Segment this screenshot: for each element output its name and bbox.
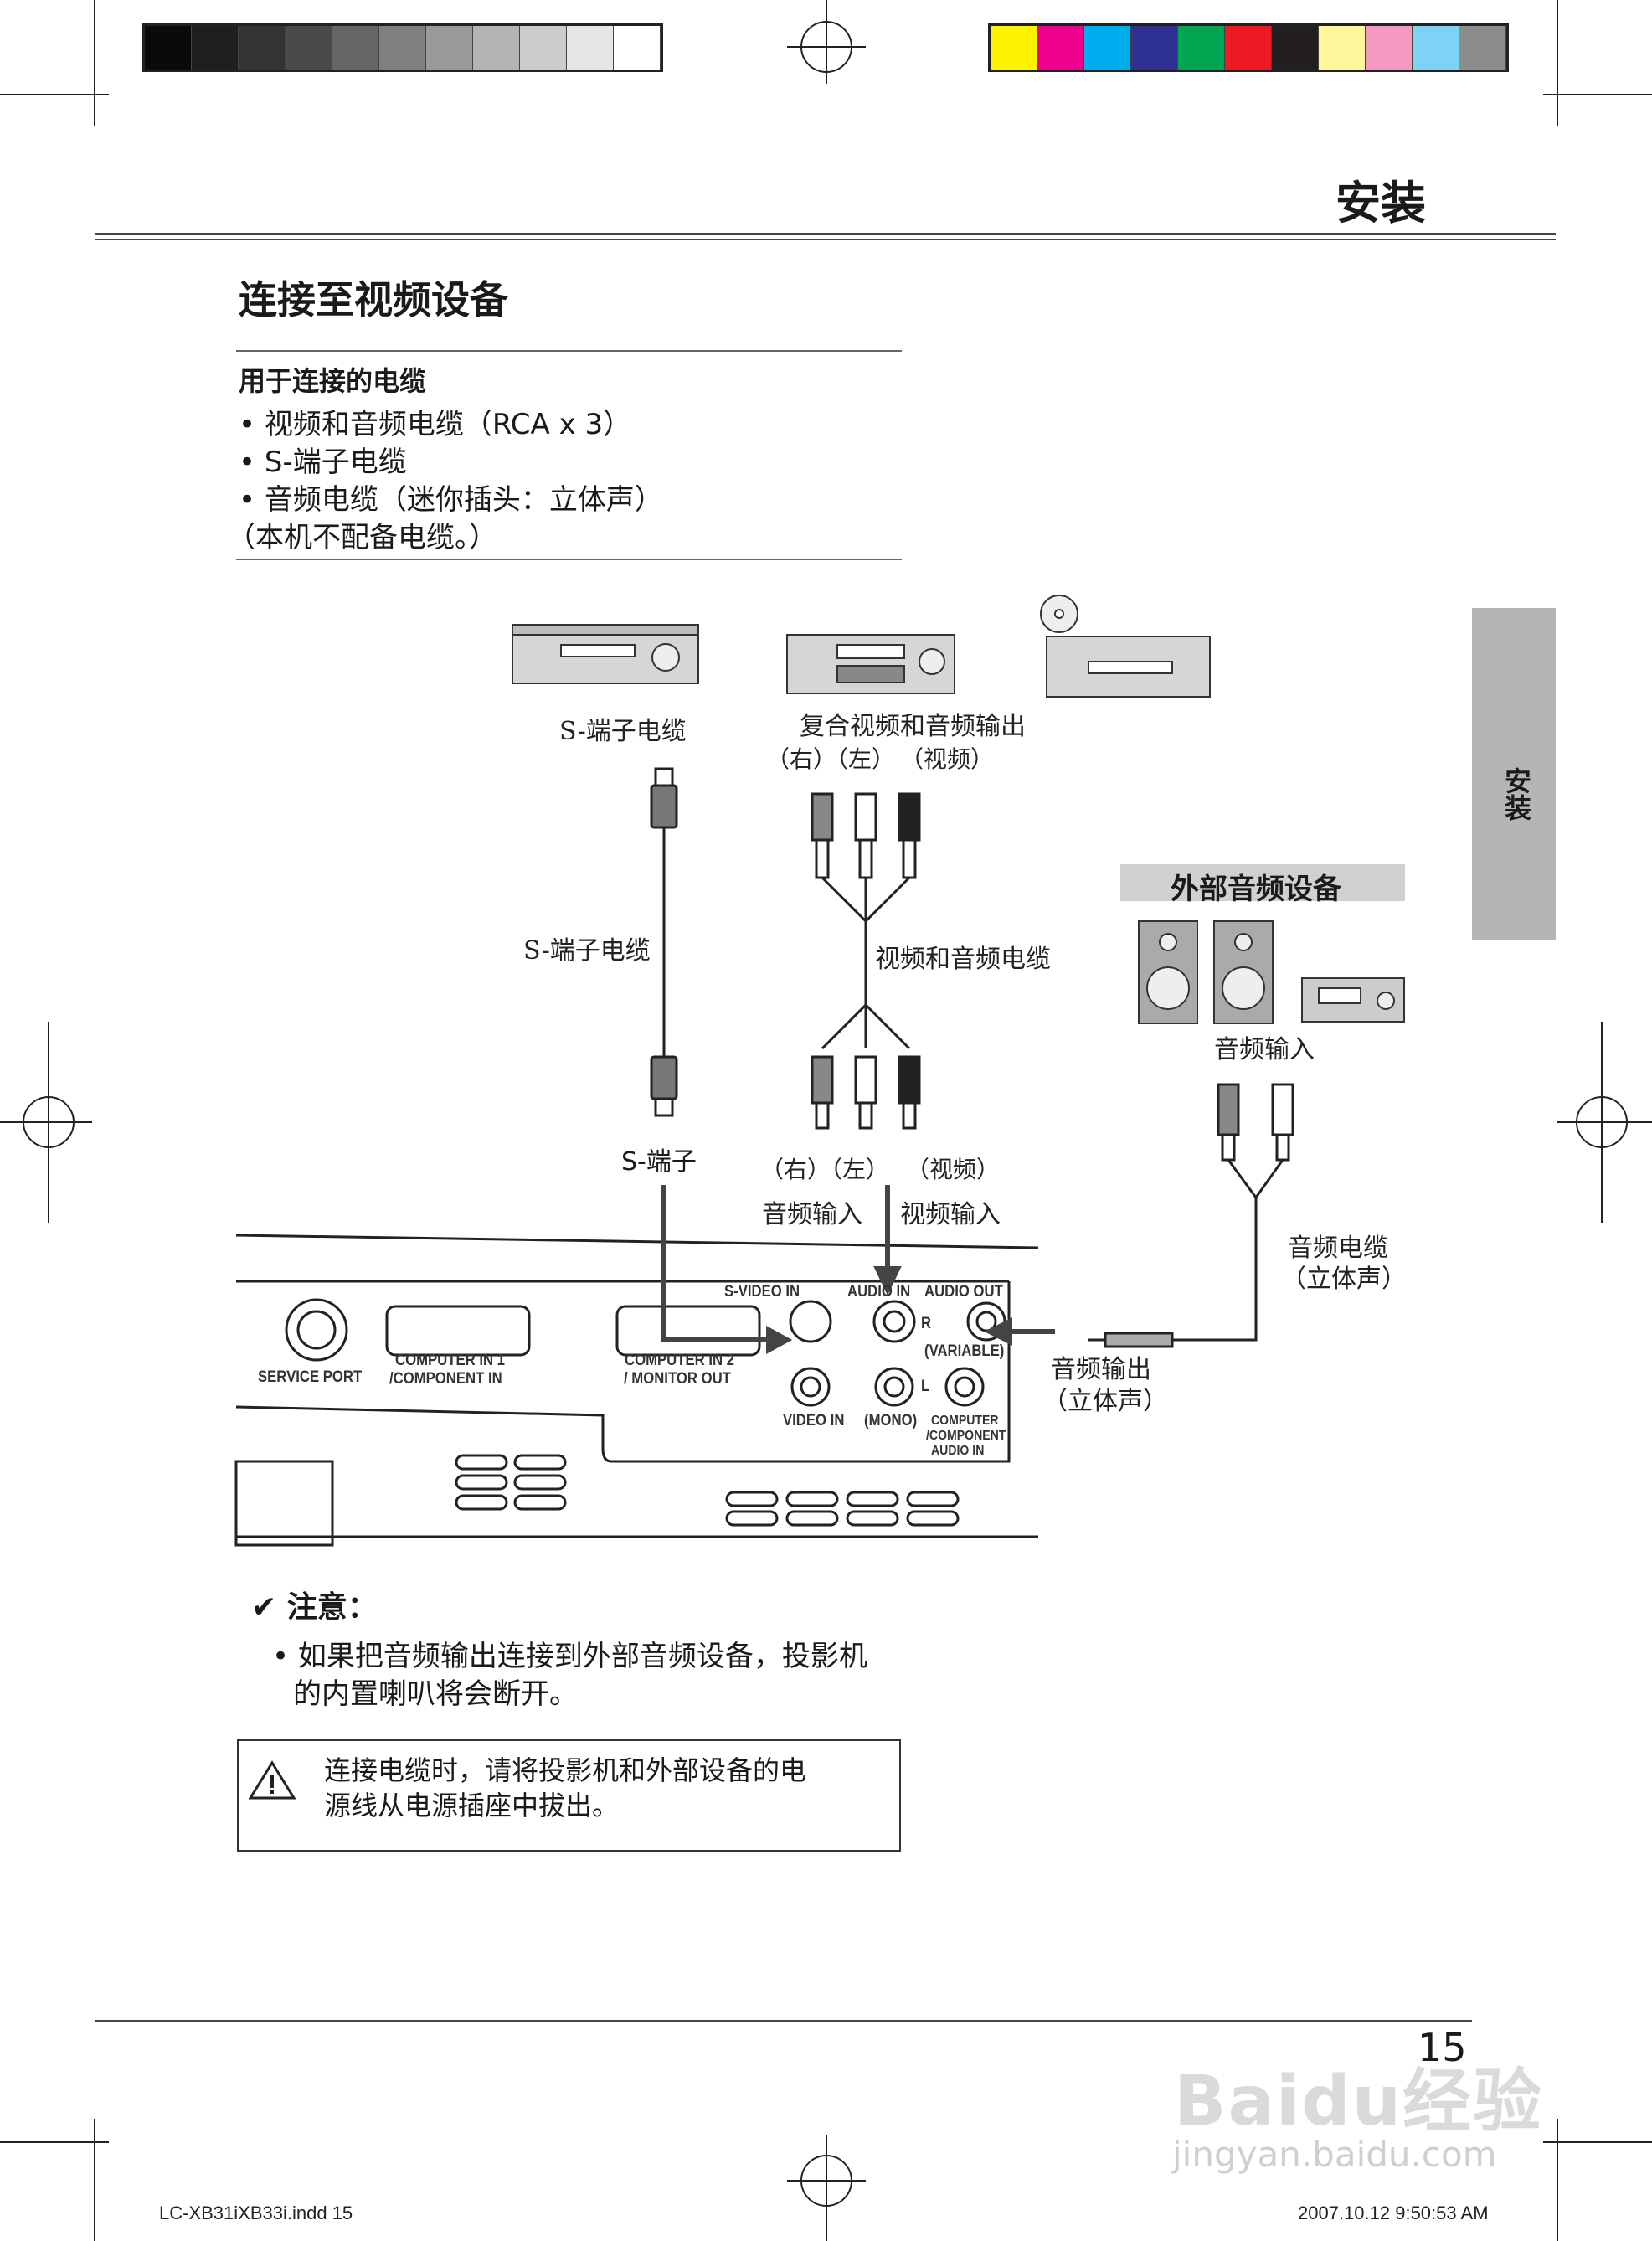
color-swatch <box>1272 26 1319 70</box>
cables-rule-bottom <box>236 559 902 560</box>
color-swatch <box>520 26 567 70</box>
svideo-cable-top-label: S-端子电缆 <box>559 717 687 746</box>
footer-timestamp: 2007.10.12 9:50:53 AM <box>1298 2202 1489 2223</box>
color-swatch <box>239 26 286 70</box>
svideo-cable <box>650 767 678 1117</box>
note-line-2: 的内置喇叭将会断开。 <box>293 1677 578 1711</box>
audio-cable <box>1088 1083 1294 1348</box>
cable-item: • 视频和音频电缆（RCA x 3） <box>239 408 632 441</box>
page-number: 15 <box>1418 2025 1467 2070</box>
color-swatch <box>473 26 520 70</box>
component-in-label: /COMPONENT IN <box>389 1370 502 1388</box>
color-swatch <box>1459 26 1506 70</box>
computer-audio-in-label: AUDIO IN <box>931 1444 985 1458</box>
audio-out-panel-label: AUDIO OUT <box>924 1283 1003 1301</box>
av-cable-label: 视频和音频电缆 <box>875 945 1051 974</box>
video-top-label: （视频） <box>900 745 995 773</box>
baidu-watermark-url: jingyan.baidu.com <box>1172 2134 1497 2175</box>
l-label: L <box>921 1378 930 1395</box>
ext-audio-title-bg <box>1120 864 1405 901</box>
cable-item: • S-端子电缆 <box>239 446 407 479</box>
computer-in-1-label: COMPUTER IN 1 <box>395 1352 505 1369</box>
color-swatch <box>332 26 379 70</box>
audio-in-ext-label: 音频输入 <box>1214 1035 1315 1064</box>
side-tab-label: 安装 <box>1500 767 1532 821</box>
projector-panel <box>234 1234 1039 1547</box>
side-tab: 安装 <box>1472 608 1556 940</box>
monitor-out-label: / MONITOR OUT <box>624 1370 731 1388</box>
color-swatch <box>1319 26 1366 70</box>
svideo-cable-mid-label: S-端子电缆 <box>523 936 651 966</box>
color-swatch <box>1413 26 1459 70</box>
cables-note: （本机不配备电缆。） <box>227 521 497 554</box>
computer-in-2-label: COMPUTER IN 2 <box>625 1352 734 1369</box>
color-swatch <box>1084 26 1131 70</box>
svideo-port-label: S-端子 <box>621 1147 697 1177</box>
color-swatch <box>286 26 332 70</box>
warning-line-2: 源线从电源插座中拔出。 <box>324 1790 620 1821</box>
warning-box: 连接电缆时，请将投影机和外部设备的电 源线从电源插座中拔出。 <box>237 1739 901 1852</box>
rl-bottom-label: （右）（左） <box>760 1156 890 1183</box>
video-in-panel-label: VIDEO IN <box>783 1412 845 1430</box>
connection-arrows <box>661 1185 1055 1355</box>
note-title: ✔ 注意： <box>251 1590 378 1625</box>
color-swatch <box>1178 26 1225 70</box>
stereo-label-1: （立体声） <box>1281 1265 1407 1294</box>
header-rule <box>95 233 1556 235</box>
warning-line-1: 连接电缆时，请将投影机和外部设备的电 <box>324 1754 807 1786</box>
speaker-icon <box>1138 920 1274 1024</box>
footer-rule <box>95 2020 1472 2022</box>
rl-top-label: （右）（左） <box>766 745 896 773</box>
grayscale-bar <box>142 23 663 72</box>
color-swatch <box>1366 26 1413 70</box>
av-cable-top-plugs <box>811 792 921 1130</box>
audio-out-label: 音频输出 <box>1051 1355 1151 1384</box>
color-swatch <box>426 26 473 70</box>
ext-audio-title: 外部音频设备 <box>1171 873 1341 906</box>
footer-file: LC-XB31iXB33i.indd 15 <box>159 2202 353 2223</box>
note-line-1: • 如果把音频输出连接到外部音频设备，投影机 <box>272 1640 867 1673</box>
cables-rule-top <box>236 350 902 352</box>
mono-label: (MONO) <box>864 1412 918 1430</box>
color-swatch <box>991 26 1037 70</box>
panel-audio-in-label: AUDIO IN <box>847 1283 911 1301</box>
dvd-player-icon <box>786 634 955 694</box>
header-rule-thin <box>95 239 1556 240</box>
service-port-label: SERVICE PORT <box>258 1368 363 1386</box>
r-label: R <box>921 1315 932 1332</box>
color-bar <box>988 23 1509 72</box>
stereo-label-2: （立体声） <box>1042 1387 1168 1416</box>
computer-label: COMPUTER <box>931 1414 999 1428</box>
cables-list: • 视频和音频电缆（RCA x 3） • S-端子电缆 • 音频电缆（迷你插头：… <box>227 406 663 557</box>
color-swatch <box>379 26 426 70</box>
svideo-in-label: S-VIDEO IN <box>724 1283 800 1301</box>
baidu-watermark: Baidu经验 <box>1174 2062 1544 2141</box>
warning-icon <box>249 1760 296 1800</box>
audio-cable-label: 音频电缆 <box>1288 1234 1388 1263</box>
color-swatch <box>192 26 239 70</box>
vcr-icon <box>512 624 699 684</box>
video-bottom-label: （视频） <box>906 1156 1001 1183</box>
color-swatch <box>567 26 614 70</box>
composite-out-label: 复合视频和音频输出 <box>800 712 1026 741</box>
cd-player-icon <box>1040 595 1211 698</box>
color-swatch <box>1225 26 1272 70</box>
component-label: /COMPONENT <box>926 1429 1006 1443</box>
video-in-label: 视频输入 <box>900 1200 1001 1229</box>
cable-item: • 音频电缆（迷你插头：立体声） <box>239 483 663 517</box>
audio-in-label: 音频输入 <box>762 1200 862 1229</box>
section-title: 安装 <box>1335 177 1426 229</box>
color-swatch <box>614 26 661 70</box>
variable-label: (VARIABLE) <box>924 1342 1005 1360</box>
color-swatch <box>1037 26 1084 70</box>
amplifier-icon <box>1301 977 1405 1023</box>
color-swatch <box>145 26 192 70</box>
cables-title: 用于连接的电缆 <box>239 365 427 397</box>
page-heading: 连接至视频设备 <box>239 277 508 322</box>
color-swatch <box>1131 26 1178 70</box>
